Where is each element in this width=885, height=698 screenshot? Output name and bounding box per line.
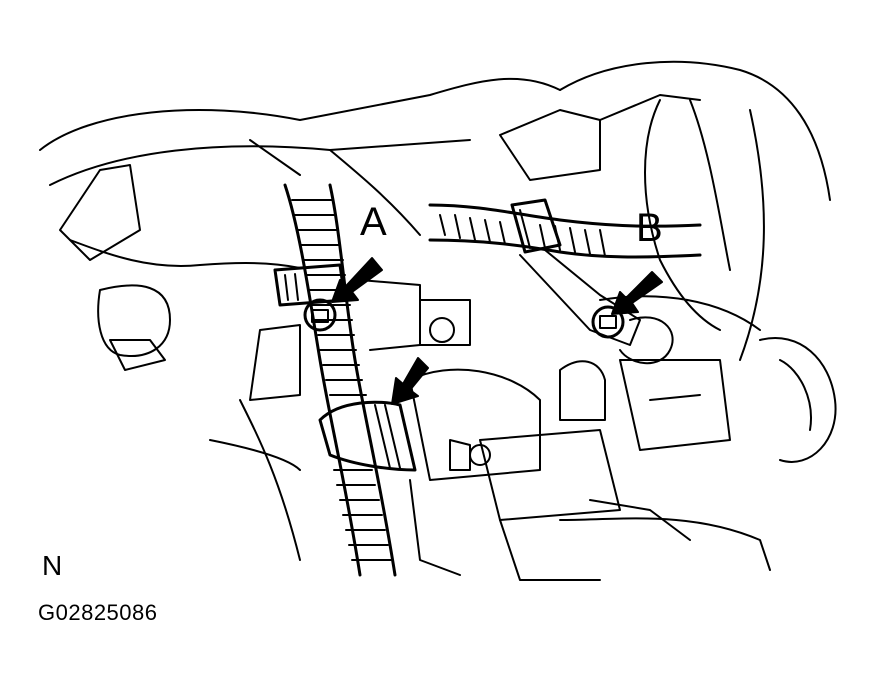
harness-clamp-a-lower [318, 400, 417, 472]
pointer-arrow-b [611, 271, 663, 315]
callout-label-b: B [636, 206, 663, 250]
view-marker-label: N [42, 550, 63, 581]
bolt-b [591, 305, 625, 339]
pointer-arrow-c [391, 357, 429, 405]
figure-code-label: G02825086 [38, 600, 158, 625]
harness-clamp-b [510, 198, 562, 254]
wire-harness-b [428, 203, 702, 259]
pointer-arrow-a [331, 257, 383, 303]
bolt-c [429, 317, 491, 466]
callout-label-a: A [360, 200, 387, 244]
bracket-b [519, 249, 674, 365]
bolt-a [303, 298, 337, 332]
engine-background-outline [39, 60, 837, 581]
